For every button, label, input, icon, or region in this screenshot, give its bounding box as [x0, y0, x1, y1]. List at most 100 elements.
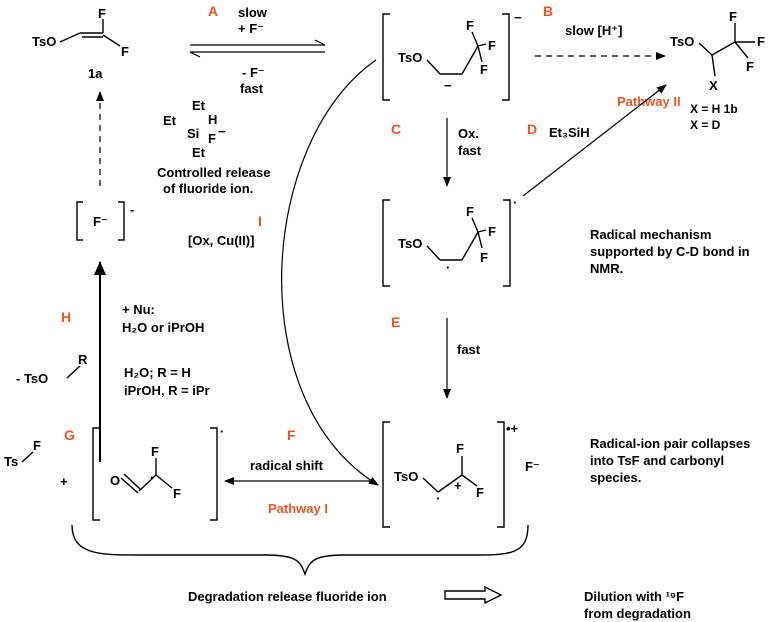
- step-f-radical-shift: radical shift: [250, 458, 324, 473]
- step-h: H + Nu: H₂O or iPrOH - TsO R H₂O; R = H …: [16, 261, 210, 462]
- carbocation-charge: +: [454, 478, 462, 493]
- step-b-proton: slow [H⁺]: [565, 23, 622, 38]
- anion-intermediate: − TsO F F F −: [382, 10, 522, 101]
- step-h-label: H: [61, 309, 71, 325]
- step-i-label: I: [258, 213, 262, 229]
- degradation-label: Degradation release fluoride ion: [188, 589, 387, 604]
- step-e-label: E: [391, 314, 400, 330]
- fluorine-label: F: [746, 59, 754, 74]
- ethyl-label: Et: [192, 98, 206, 113]
- note-radical-3: NMR.: [590, 261, 623, 276]
- step-f: F radical shift Pathway I: [224, 427, 375, 516]
- step-d: D Et₃SiH: [522, 84, 667, 197]
- fluorine-label: F: [488, 38, 496, 53]
- pathway-ii-label: Pathway II: [617, 94, 681, 109]
- fluorine-label: F: [173, 486, 181, 501]
- step-c: C Ox. fast: [391, 118, 482, 187]
- note-collapse-1: Radical-ion pair collapses: [590, 436, 750, 451]
- fluoride-label: F⁻: [93, 214, 108, 229]
- step-a-plus-fluoride: + F⁻: [238, 21, 264, 36]
- side-product-tso: - TsO: [16, 371, 48, 386]
- tso-label: TsO: [398, 236, 422, 251]
- radical-dot: ·: [220, 424, 224, 439]
- note-collapse-2: into TsF and carbonyl: [590, 453, 724, 468]
- compound-1a: TsO F F 1a: [32, 6, 129, 81]
- step-a-minus-fluoride: - F⁻: [242, 65, 265, 80]
- step-d-label: D: [527, 121, 537, 137]
- step-g-products: G Ts F + · O F F ·: [4, 424, 224, 521]
- radical-cation-charge: •+: [506, 421, 519, 436]
- anion-charge: −: [514, 10, 522, 25]
- step-e: E fast: [391, 314, 481, 399]
- nucleophile-line-2: H₂O or iPrOH: [122, 320, 204, 335]
- ethyl-label: Et: [192, 145, 206, 160]
- dilution-line-1: Dilution with ¹⁹F: [584, 589, 684, 604]
- plus-sign: +: [60, 474, 68, 489]
- fluorine-label: F: [456, 441, 464, 456]
- step-d-silane: Et₃SiH: [549, 125, 590, 140]
- conditions-ipa: iPrOH, R = iPr: [124, 383, 210, 398]
- step-a-slow: slow: [238, 5, 268, 20]
- radical-dot: ·: [513, 195, 517, 210]
- degradation-brace: [71, 524, 529, 577]
- silicate-reagent: Et Et Si H F − Et Controlled release of …: [157, 98, 270, 196]
- step-g-label: G: [64, 427, 75, 443]
- step-c-fast: fast: [458, 143, 482, 158]
- fluorine-label: F: [480, 62, 488, 77]
- carbanion-charge: −: [444, 78, 452, 93]
- fluorine-label: F: [121, 44, 129, 59]
- step-f-label: F: [287, 427, 296, 443]
- step-a-fast: fast: [240, 81, 264, 96]
- silicon-label: Si: [187, 126, 199, 141]
- carbon-radical: ·: [436, 491, 440, 506]
- radical-mechanism-note: Radical mechanism supported by C-D bond …: [590, 227, 750, 276]
- fluorine-label: F: [476, 485, 484, 500]
- step-i: I [Ox, Cu(II)]: [188, 59, 379, 486]
- carbon-radical: ·: [150, 470, 154, 485]
- fluorine-label: F: [98, 6, 106, 21]
- tso-label: TsO: [670, 34, 694, 49]
- fluorine-label: F: [488, 224, 496, 239]
- silicate-caption-2: of fluoride ion.: [163, 181, 253, 196]
- fluoride-counterion: F⁻: [525, 459, 540, 474]
- step-a-equilibrium: A slow + F⁻ - F⁻ fast: [189, 3, 326, 96]
- step-c-label: C: [391, 121, 401, 137]
- nucleophile-line-1: + Nu:: [122, 302, 155, 317]
- fluorine-label: F: [729, 9, 737, 24]
- radical-ion-pair-note: Radical-ion pair collapses into TsF and …: [590, 436, 750, 485]
- product-1b: TsO F F F X Pathway II X = H 1b X = D: [617, 9, 765, 132]
- tso-label: TsO: [32, 34, 56, 49]
- hydrogen-label: H: [208, 112, 217, 127]
- silicate-charge: −: [218, 124, 226, 139]
- curved-arrow-i: [281, 59, 379, 486]
- dilution-line-2: from degradation: [584, 606, 691, 621]
- bottom-summary: Degradation release fluoride ion Dilutio…: [188, 585, 691, 621]
- fluorine-label: F: [757, 34, 765, 49]
- step-i-conditions: [Ox, Cu(II)]: [188, 233, 254, 248]
- step-c-oxidation: Ox.: [458, 126, 479, 141]
- step-b: B slow [H⁺]: [535, 3, 666, 60]
- tso-label: TsO: [398, 50, 422, 65]
- carbon-radical: ·: [446, 260, 450, 275]
- oxygen-label: O: [110, 473, 120, 488]
- fluoride-charge: -: [130, 202, 134, 217]
- radical-cation-intermediate: •+ F⁻ TsO F F · +: [382, 421, 540, 528]
- compound-1a-label: 1a: [88, 66, 103, 81]
- product-x-d: X = D: [690, 118, 721, 132]
- fluorine-label: F: [466, 204, 474, 219]
- fluorine-label: F: [208, 131, 216, 146]
- pathway-i-label: Pathway I: [268, 501, 328, 516]
- step-b-label: B: [543, 3, 553, 19]
- ts-label: Ts: [4, 454, 18, 469]
- fluorine-label: F: [466, 18, 474, 33]
- silicate-caption-1: Controlled release: [157, 165, 270, 180]
- fluorine-label: F: [151, 444, 159, 459]
- ethyl-label: Et: [163, 113, 177, 128]
- step-e-fast: fast: [457, 342, 481, 357]
- step-a-label: A: [208, 3, 218, 19]
- x-substituent: X: [709, 78, 718, 93]
- note-radical-2: supported by C-D bond in: [590, 244, 750, 259]
- open-arrow: [444, 585, 503, 605]
